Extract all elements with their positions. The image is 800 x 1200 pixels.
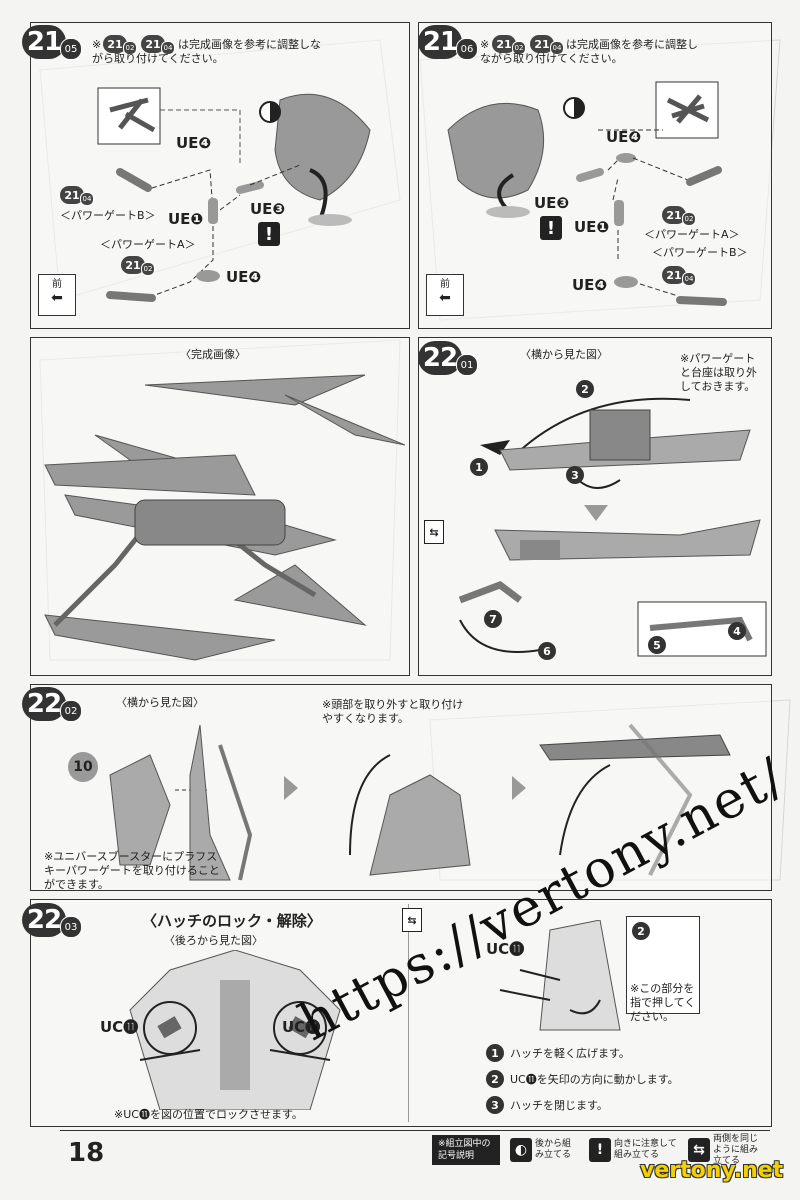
step-21-05-instruction: は完成画像を参考に調整しながら取り付けてください。 <box>92 38 321 65</box>
step-num-3: 3 <box>566 466 584 484</box>
step-22-01-note: ※パワーゲートと台座は取り外しておきます。 <box>680 352 757 393</box>
both-sides-icon: ⇆ <box>424 520 444 544</box>
footer-rule <box>60 1130 770 1131</box>
watermark-small: vertony.net <box>640 1158 784 1183</box>
orientation-warning-icon: ! <box>258 222 280 246</box>
next-arrow-2 <box>512 776 526 800</box>
orientation-warning-icon-2: ! <box>540 216 562 240</box>
front-direction-indicator-2: 前⬅ <box>426 274 464 316</box>
step-21-05-diagram <box>97 87 371 302</box>
hatch-rear-diagram <box>129 950 341 1110</box>
press-here-note: ※この部分を指で押してください。 <box>630 982 696 1023</box>
step-21-06-ue4-bottom: UE❹ <box>572 276 608 294</box>
uc11-left: UC⓫ <box>100 1018 139 1036</box>
step-22-02-badge: 22 02 <box>22 686 82 722</box>
step-21-06-diagram <box>447 81 727 306</box>
symbol-legend: ※組立図中の記号説明 ◐後から組み立てる !向きに注意して組み立てる ⇆両側を同… <box>432 1133 765 1167</box>
step-22-02-view: 〈横から見た図〉 <box>116 696 204 709</box>
down-arrow <box>584 505 608 521</box>
gate-b-label: ＜パワーゲートB＞ <box>60 209 156 222</box>
step-21-05-ue4-bottom: UE❹ <box>226 268 262 286</box>
legend-item-both-sides: ⇆両側を同じように組み立てる <box>688 1134 765 1167</box>
step-num-6: 6 <box>538 642 556 660</box>
gate-a-label: ＜パワーゲートA＞ <box>100 238 196 251</box>
page-number: 18 <box>68 1138 105 1168</box>
step-21-05-ue3: UE❸ <box>250 200 286 218</box>
hatch-side-diagram <box>499 920 621 1031</box>
step-21-06-instruction: は完成画像を参考に調整しながら取り付けてください。 <box>480 38 698 65</box>
step-num-2: 2 <box>576 380 594 398</box>
step-22-03-badge: 22 03 <box>22 902 82 938</box>
both-sides-icon-2: ⇆ <box>402 908 422 932</box>
completed-model-illustration <box>44 374 405 661</box>
part-number-10: 10 <box>68 752 98 782</box>
step-22-01-diagram <box>458 397 767 657</box>
next-arrow-1 <box>284 776 298 800</box>
booster-note: ※ユニバースブースターにプラフスキーパワーゲートを取り付けることができます。 <box>44 850 220 891</box>
step-21-06-ue3: UE❸ <box>534 194 570 212</box>
front-direction-indicator: 前⬅ <box>38 274 76 316</box>
gate-a-label-b: ＜パワーゲートA＞ <box>644 228 740 241</box>
gate-b-label-b: ＜パワーゲートB＞ <box>652 246 748 259</box>
uc11-top: UC⓫ <box>486 940 525 958</box>
completed-image-title: 〈完成画像〉 <box>180 348 246 361</box>
step-21-06-note-mark: ※ <box>480 38 490 51</box>
mirror-icon: ⇆ <box>688 1138 710 1162</box>
step-22-02-diagram <box>109 723 731 881</box>
step-21-05-badge: 21 05 <box>22 24 82 60</box>
wing-part <box>274 93 371 201</box>
step-21-05-ue1: UE❶ <box>168 210 204 228</box>
step-num-7: 7 <box>484 610 502 628</box>
uc11-right: UC⓫ <box>282 1018 321 1036</box>
step-21-06-badge: 21 06 <box>418 24 478 60</box>
step-21-06-ue4-top: UE❹ <box>606 128 642 146</box>
half-circle-icon: ◐ <box>510 1138 532 1162</box>
legend-item-orientation: !向きに注意して組み立てる <box>589 1138 678 1162</box>
step-num-5: 5 <box>648 636 666 654</box>
legend-item-later: ◐後から組み立てる <box>510 1138 579 1162</box>
hatch-step-2-marker: 2 <box>632 922 650 940</box>
step-22-01-badge: 22 01 <box>418 340 478 376</box>
step-21-05-note-mark: ※ <box>92 38 102 51</box>
step-num-1: 1 <box>470 458 488 476</box>
hatch-lock-title: 〈ハッチのロック・解除〉 <box>142 912 322 930</box>
legend-label: ※組立図中の記号説明 <box>432 1135 500 1165</box>
rear-view-label: 〈後ろから見た図〉 <box>164 934 263 947</box>
step-21-06-ue1: UE❶ <box>574 218 610 236</box>
step-num-4: 4 <box>728 622 746 640</box>
head-removal-note: ※頭部を取り外すと取り付けやすくなります。 <box>322 698 464 725</box>
step-22-01-view: 〈横から見た図〉 <box>520 348 608 361</box>
exclamation-icon: ! <box>589 1138 611 1162</box>
step-21-05-ue4-top: UE❹ <box>176 134 212 152</box>
lock-note: ※UC⓫を図の位置でロックさせます。 <box>114 1108 303 1121</box>
divider <box>408 904 409 1122</box>
